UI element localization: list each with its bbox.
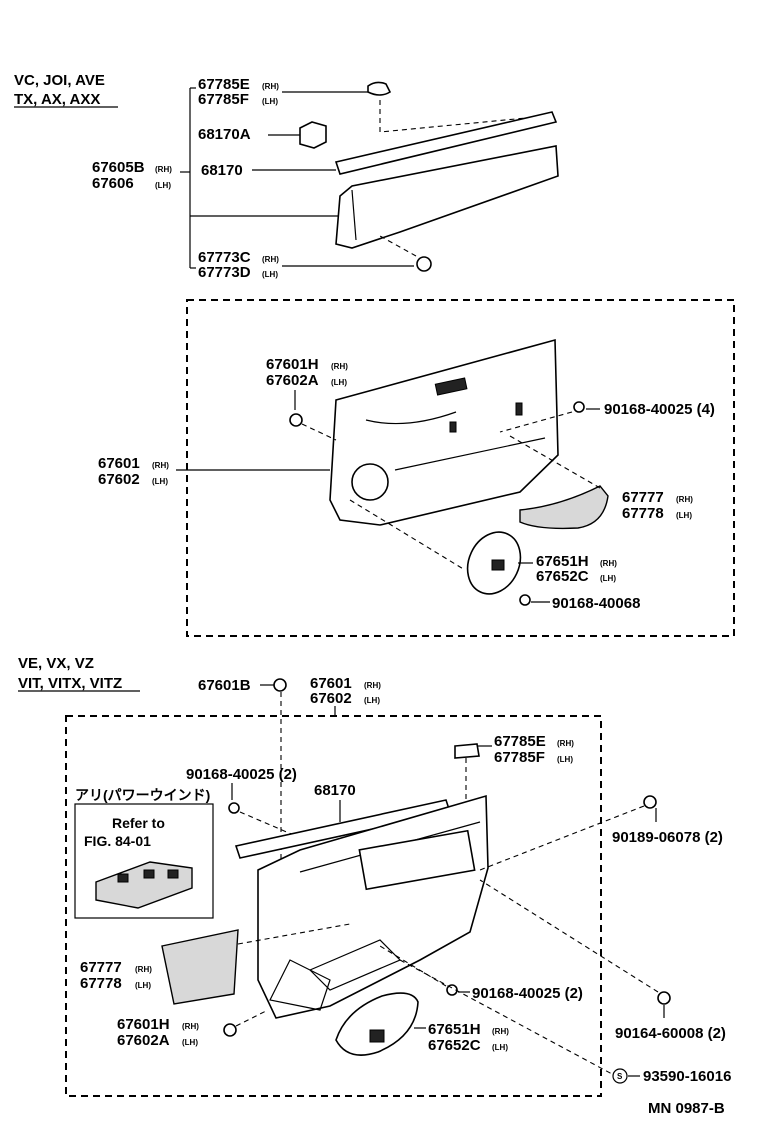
- label-67652C-bottom: 67652C: [428, 1037, 481, 1054]
- label-67601H-bottom: 67601H: [117, 1016, 170, 1033]
- screw-90168-40068-icon: [519, 594, 531, 606]
- label-67602-bottom: 67602: [310, 690, 352, 707]
- clip-68170A-icon: [299, 121, 327, 149]
- label-67606: 67606: [92, 175, 134, 192]
- label-90189-06078: 90189-06078 (2): [612, 829, 723, 846]
- armrest-67777-top-icon: [519, 485, 609, 530]
- screw-90168-bottom-icon: [228, 802, 240, 814]
- label-67777-bottom: 67777: [80, 959, 122, 976]
- assembly-box-top: [186, 299, 735, 637]
- label-90168-40068: 90168-40068: [552, 595, 640, 612]
- speaker-recess-icon: [351, 463, 389, 501]
- svg-text:(RH): (RH): [331, 362, 348, 371]
- screw-90168-b-icon: [446, 984, 458, 996]
- refer-text-2: FIG. 84-01: [84, 833, 151, 849]
- svg-text:(LH): (LH): [262, 270, 278, 279]
- label-67601-bottom: 67601: [310, 675, 352, 692]
- label-67602A-bottom: 67602A: [117, 1032, 170, 1049]
- label-67601H-top: 67601H: [266, 356, 319, 373]
- label-67785E-bottom: 67785E: [494, 733, 546, 750]
- group-label-top-2: TX, AX, AXX: [14, 91, 100, 108]
- svg-text:(LH): (LH): [676, 511, 692, 520]
- weatherstrip-68170-icon: [334, 111, 558, 175]
- svg-text:(RH): (RH): [364, 681, 381, 690]
- label-67785F-bottom: 67785F: [494, 749, 545, 766]
- clip-67785-icon: [367, 81, 392, 96]
- group-label-bottom-2: VIT, VITX, VITZ: [18, 675, 122, 692]
- label-93590-16016: 93590-16016: [643, 1068, 731, 1085]
- svg-text:(LH): (LH): [331, 378, 347, 387]
- svg-text:(LH): (LH): [600, 574, 616, 583]
- svg-text:(RH): (RH): [600, 559, 617, 568]
- svg-text:(LH): (LH): [364, 696, 380, 705]
- label-67773D: 67773D: [198, 264, 251, 281]
- svg-text:(RH): (RH): [152, 461, 169, 470]
- label-67652C-top: 67652C: [536, 568, 589, 585]
- svg-text:(LH): (LH): [492, 1043, 508, 1052]
- clip-67601B-icon: [273, 678, 287, 692]
- svg-text:(RH): (RH): [182, 1022, 199, 1031]
- refer-text-1: Refer to: [112, 815, 165, 831]
- label-90164-60008: 90164-60008 (2): [615, 1025, 726, 1042]
- label-67785F: 67785F: [198, 91, 249, 108]
- s-mark-icon: [612, 1068, 628, 1084]
- clip-67601H-top-icon: [289, 413, 303, 427]
- label-90168-40025-bottom: 90168-40025 (2): [186, 766, 297, 783]
- group-label-top-1: VC, JOI, AVE: [14, 72, 105, 89]
- label-67778-bottom: 67778: [80, 975, 122, 992]
- label-67651H-bottom: 67651H: [428, 1021, 481, 1038]
- label-90168-40025-top: 90168-40025 (4): [604, 401, 715, 418]
- s-mark: S: [617, 1072, 623, 1081]
- armrest-67777-bottom-icon: [161, 929, 239, 1005]
- svg-text:(LH): (LH): [557, 755, 573, 764]
- clip-90189-icon: [643, 795, 657, 809]
- trim-panel-upper-icon: [335, 145, 559, 249]
- clip-67773-icon: [416, 256, 432, 272]
- label-67602-top: 67602: [98, 471, 140, 488]
- power-window-switch-icon: [95, 861, 193, 909]
- label-67651H-top: 67651H: [536, 553, 589, 570]
- svg-text:(LH): (LH): [135, 981, 151, 990]
- clip-67785-bottom-icon: [454, 743, 480, 759]
- refer-box: [74, 803, 214, 919]
- svg-text:(LH): (LH): [182, 1038, 198, 1047]
- diagram-id: MN 0987-B: [648, 1100, 725, 1117]
- label-67785E: 67785E: [198, 76, 250, 93]
- label-68170-bottom: 68170: [314, 782, 356, 799]
- door-handle-recess-icon: [358, 829, 476, 891]
- svg-text:(RH): (RH): [262, 255, 279, 264]
- svg-text:(RH): (RH): [557, 739, 574, 748]
- svg-text:(RH): (RH): [262, 82, 279, 91]
- label-67601-top: 67601: [98, 455, 140, 472]
- svg-text:(RH): (RH): [155, 165, 172, 174]
- svg-text:(LH): (LH): [155, 181, 171, 190]
- label-67773C: 67773C: [198, 249, 251, 266]
- label-67778-top: 67778: [622, 505, 664, 522]
- label-68170: 68170: [201, 162, 243, 179]
- assembly-box-bottom: [65, 715, 602, 1097]
- screw-90168-top-icon: [573, 401, 585, 413]
- label-power-window: アリ(パワーウインド): [75, 787, 210, 803]
- group-label-bottom-1: VE, VX, VZ: [18, 655, 94, 672]
- svg-text:(LH): (LH): [262, 97, 278, 106]
- label-90168-40025-b: 90168-40025 (2): [472, 985, 583, 1002]
- svg-text:(RH): (RH): [135, 965, 152, 974]
- svg-text:(LH): (LH): [152, 477, 168, 486]
- speaker-grille-bottom-icon: [335, 992, 419, 1056]
- label-67605B: 67605B: [92, 159, 145, 176]
- svg-text:(RH): (RH): [676, 495, 693, 504]
- svg-text:(RH): (RH): [492, 1027, 509, 1036]
- label-67777-top: 67777: [622, 489, 664, 506]
- label-67602A-top: 67602A: [266, 372, 319, 389]
- label-68170A: 68170A: [198, 126, 251, 143]
- clip-67601H-bottom-icon: [223, 1023, 237, 1037]
- label-67601B: 67601B: [198, 677, 251, 694]
- screw-90164-icon: [657, 991, 671, 1005]
